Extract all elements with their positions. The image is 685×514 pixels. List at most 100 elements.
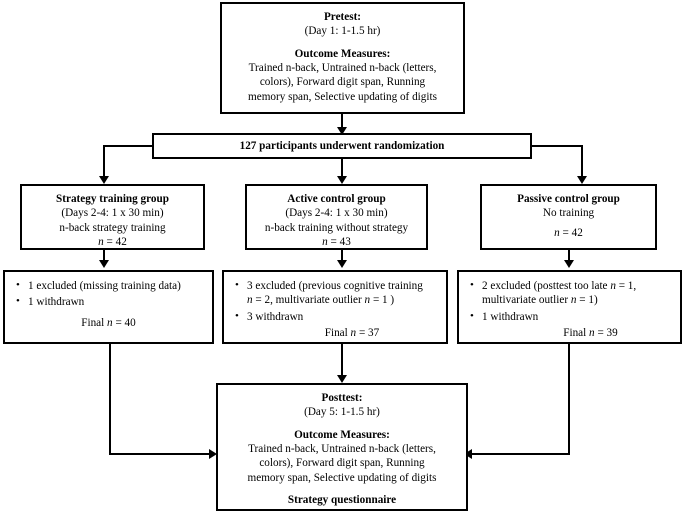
group-description: n-back training without strategy	[264, 221, 409, 234]
final-n-value: = 37	[356, 326, 380, 339]
group-name: Passive control group	[517, 193, 620, 205]
final-n-symbol: n	[350, 326, 357, 339]
attrition-n-symbol-1: n	[610, 280, 616, 292]
attrition-bullet-list: 3 excluded (previous cognitive training n…	[231, 278, 439, 324]
attrition-final-n: Final n = 40	[12, 316, 205, 330]
pretest-measures-line-1: Trained n-back, Untrained n-back (letter…	[248, 61, 437, 74]
arrow-strategy-to-attrition	[99, 260, 109, 268]
pretest-measures-line-3: memory span, Selective updating of digit…	[248, 90, 437, 103]
active-control-group-box: Active control group (Days 2-4: 1 x 30 m…	[245, 184, 428, 250]
connector-pretest-to-randomization	[341, 114, 343, 131]
attrition-excluded-detail-2: = 1 )	[370, 294, 395, 307]
connector-branch-right-horizontal	[530, 145, 583, 147]
strategy-training-group-box: Strategy training group (Days 2-4: 1 x 3…	[20, 184, 205, 250]
connector-branch-right-vertical	[581, 145, 583, 180]
attrition-bullet-list: 2 excluded (posttest too late n = 1, mult…	[466, 278, 673, 324]
strategy-attrition-box: 1 excluded (missing training data) 1 wit…	[3, 270, 214, 344]
posttest-heading: Posttest:	[321, 392, 363, 404]
attrition-bullet-list: 1 excluded (missing training data) 1 wit…	[12, 278, 205, 310]
attrition-excluded-detail-2: multivariate outlier	[482, 294, 571, 307]
randomization-box: 127 participants underwent randomization	[152, 133, 532, 159]
pretest-box: Pretest: (Day 1: 1-1.5 hr) Outcome Measu…	[220, 2, 465, 114]
attrition-excluded-detail-3: = 1)	[576, 294, 598, 307]
final-n-symbol: n	[107, 316, 113, 329]
arrow-middle-into-posttest	[337, 375, 347, 383]
attrition-n-symbol-2: n	[364, 294, 371, 307]
final-n-value: = 39	[594, 326, 618, 339]
group-n-symbol: n	[322, 235, 328, 248]
connector-active-to-attrition	[341, 250, 343, 263]
pretest-heading: Pretest:	[323, 11, 362, 23]
posttest-questionnaire: Strategy questionnaire	[287, 493, 397, 506]
arrow-pretest-to-randomization	[337, 127, 347, 135]
group-n-value: = 42	[103, 235, 127, 248]
connector-passive-to-attrition	[568, 250, 570, 263]
spacer	[218, 485, 466, 493]
active-attrition-box: 3 excluded (previous cognitive training n…	[222, 270, 448, 344]
final-n-symbol: n	[589, 326, 595, 339]
attrition-final-n: Final n = 37	[231, 326, 439, 340]
connector-middle-attrition-down	[341, 344, 343, 378]
group-n-symbol: n	[554, 226, 560, 239]
passive-attrition-box: 2 excluded (posttest too late n = 1, mult…	[457, 270, 682, 344]
connector-right-attrition-to-posttest	[472, 453, 570, 455]
attrition-bullet-excluded: 2 excluded (posttest too late n = 1, mult…	[470, 278, 673, 308]
pretest-schedule: (Day 1: 1-1.5 hr)	[304, 25, 381, 38]
connector-right-attrition-down	[568, 344, 570, 455]
attrition-excluded-detail: = 1,	[615, 280, 637, 292]
posttest-measures-line-2: colors), Forward digit span, Running	[259, 457, 425, 470]
attrition-bullet-withdrawn: 1 withdrawn	[16, 294, 205, 309]
pretest-measures-heading: Outcome Measures:	[294, 47, 391, 60]
group-schedule: No training	[542, 207, 595, 220]
group-n: n = 42	[482, 226, 655, 240]
connector-strategy-to-attrition	[103, 250, 105, 263]
arrow-left-into-posttest	[209, 449, 217, 459]
attrition-excluded-text: 1 excluded (missing training data)	[28, 280, 181, 292]
final-label: Final	[81, 316, 108, 329]
attrition-withdrawn-text: 1 withdrawn	[482, 310, 539, 323]
posttest-schedule: (Day 5: 1-1.5 hr)	[304, 406, 380, 419]
arrow-to-passive-control-group	[577, 176, 587, 184]
attrition-n-symbol-1: n	[247, 294, 253, 307]
pretest-measures-line-2: colors), Forward digit span, Running	[259, 76, 426, 89]
attrition-n-symbol-2: n	[570, 294, 577, 307]
attrition-bullet-excluded: 1 excluded (missing training data)	[16, 278, 205, 293]
arrow-to-active-control-group	[337, 176, 347, 184]
arrow-to-strategy-group	[99, 176, 109, 184]
attrition-withdrawn-text: 1 withdrawn	[28, 296, 85, 309]
group-n: n = 42	[22, 235, 203, 249]
arrow-passive-to-attrition	[564, 260, 574, 268]
attrition-excluded-text: 2 excluded (posttest too late	[482, 280, 611, 292]
connector-left-attrition-down	[109, 344, 111, 455]
final-label: Final	[324, 326, 351, 339]
group-n-value: = 43	[327, 235, 351, 248]
connector-branch-left-vertical	[103, 145, 105, 180]
posttest-box: Posttest: (Day 5: 1-1.5 hr) Outcome Meas…	[216, 383, 468, 511]
final-n-value: = 40	[112, 316, 136, 329]
attrition-excluded-text: 3 excluded (previous cognitive training	[247, 280, 423, 292]
attrition-final-n: Final n = 39	[466, 326, 673, 340]
group-n-value: = 42	[559, 226, 583, 239]
randomization-label: 127 participants underwent randomization	[239, 140, 445, 152]
group-n: n = 43	[247, 235, 426, 249]
posttest-measures-line-3: memory span, Selective updating of digit…	[247, 471, 437, 484]
arrow-right-into-posttest	[464, 449, 472, 459]
group-name: Active control group	[287, 193, 386, 205]
attrition-bullet-excluded: 3 excluded (previous cognitive training n…	[235, 278, 439, 308]
spacer	[218, 420, 466, 428]
group-n-symbol: n	[98, 235, 104, 248]
posttest-measures-heading: Outcome Measures:	[294, 428, 390, 441]
attrition-bullet-withdrawn: 3 withdrawn	[235, 309, 439, 324]
group-schedule: (Days 2-4: 1 x 30 min)	[61, 207, 164, 220]
group-description: n-back strategy training	[59, 221, 166, 234]
spacer	[222, 39, 463, 47]
passive-control-group-box: Passive control group No training n = 42	[480, 184, 657, 250]
attrition-bullet-withdrawn: 1 withdrawn	[470, 309, 673, 324]
connector-branch-middle-vertical	[341, 159, 343, 180]
group-name: Strategy training group	[56, 193, 169, 205]
group-schedule: (Days 2-4: 1 x 30 min)	[285, 207, 388, 220]
attrition-excluded-detail: = 2, multivariate outlier	[252, 294, 365, 307]
attrition-withdrawn-text: 3 withdrawn	[247, 310, 304, 323]
connector-left-attrition-to-posttest	[109, 453, 209, 455]
